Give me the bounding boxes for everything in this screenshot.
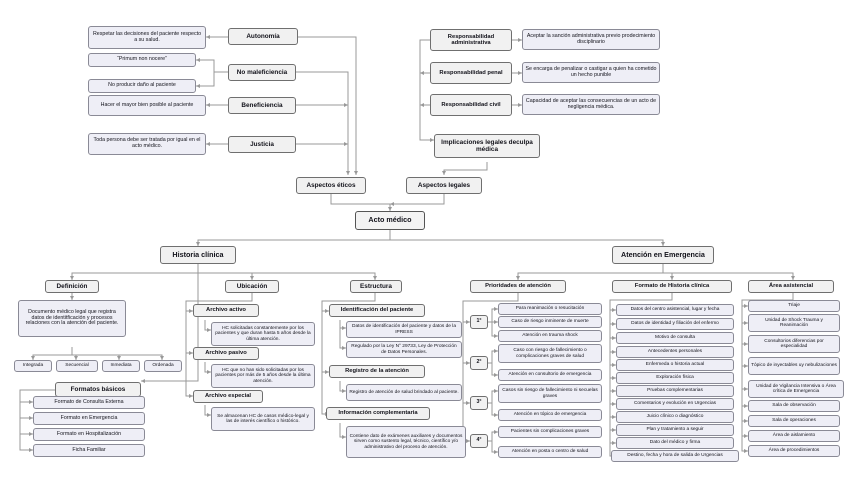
priority-4-item-2: Atención en posta o centro de salud [498,446,602,458]
header-formato-historia[interactable]: Formato de Historia clínica [612,280,732,293]
header-estructura[interactable]: Estructura [350,280,402,293]
area-item-shock-trauma: Unidad de Shock Trauma y Reanimación [748,314,840,332]
priority-badge-2[interactable]: 2° [470,356,488,370]
legal-resp-administrativa[interactable]: Responsabilidad administrativa [430,29,512,51]
formato-hc-item-6: Exploración física [616,372,734,384]
formato-hc-item-1: Datos del centro asistencial, lugar y fe… [616,304,734,316]
priority-1-item-2: Caso de riesgo inminente de muerte [498,316,602,328]
header-area-asistencial[interactable]: Área asistencial [748,280,834,293]
estructura-complementaria-detail: Contiene dato de exámenes auxiliares y d… [346,426,466,458]
legal-detail-administrativa: Aceptar la sanción administrativa previo… [522,29,660,50]
archivo-activo-detail: HC solicitadas constantemente por los pa… [211,322,315,346]
priority-badge-4[interactable]: 4° [470,434,488,448]
branch-atencion-emergencia[interactable]: Atención en Emergencia [612,246,714,264]
definicion-attr-secuencial: Secuencial [56,360,98,372]
priority-3-item-1: Casos sin riesgo de fallecimiento ni sec… [498,384,602,403]
hub-aspectos-legales[interactable]: Aspectos legales [406,177,482,194]
area-item-topico: Tópico de inyectables uy nebulizaciones [748,357,840,375]
ethics-detail-autonomia: Respetar las decisiones del paciente res… [88,26,206,49]
estructura-identificacion-detail-2: Regulado por la Ley N° 29733, Ley de Pro… [346,341,462,358]
formato-item-emergencia: Formato en Emergencia [33,412,145,425]
ethics-principle-justicia[interactable]: Justicia [228,136,296,153]
formato-hc-item-5: Enfermeda o historia actual [616,359,734,371]
ethics-detail-justicia: Toda persona debe ser tratada por igual … [88,133,206,155]
priority-3-item-2: Atención en tópico de emergencia [498,409,602,421]
formato-hc-item-9: Juicio clínico o diagnóstico [616,411,734,423]
ethics-detail-no-dano: No producir daño al paciente [88,79,196,93]
area-item-aislamiento: Área de aislamiento [748,430,840,442]
estructura-identificacion-header[interactable]: Identificación del paciente [329,304,425,317]
priority-badge-3[interactable]: 3° [470,396,488,410]
archivo-pasivo-detail: HC que no han sido solicitadas por los p… [211,364,315,388]
area-item-observacion: Sala de observación [748,400,840,412]
priority-badge-1[interactable]: 1° [470,315,488,329]
legal-detail-penal: Se encarga de penalizar o castigar a qui… [522,62,660,83]
hub-aspectos-eticos[interactable]: Aspectos éticos [296,177,366,194]
root-acto-medico[interactable]: Acto médico [355,211,425,230]
priority-4-item-1: Pacientes sin complicaciones graves [498,426,602,438]
estructura-complementaria-header[interactable]: Información complementaria [326,407,430,420]
ethics-principle-beneficiencia[interactable]: Beneficiencia [228,97,296,114]
estructura-registro-header[interactable]: Registro de la atención [329,365,425,378]
header-prioridades[interactable]: Prioridades de atención [470,280,566,293]
legal-implicaciones[interactable]: Implicaciones legales deculpa médica [434,134,540,158]
formato-hc-item-11: Dato del médico y firma [616,437,734,449]
header-formatos-basicos[interactable]: Formatos básicos [55,382,141,397]
legal-detail-civil: Capacidad de aceptar las consecuencias d… [522,94,660,115]
priority-2-item-1: Caso con riesgo de fallecimiento o compl… [498,344,602,363]
branch-historia-clinica[interactable]: Historia clínica [160,246,236,264]
archivo-especial-header[interactable]: Archivo especial [193,390,263,403]
ethics-detail-beneficiencia: Hacer el mayor bien posible al paciente [88,95,206,116]
formato-item-consulta-externa: Formato de Consulta Externa [33,396,145,409]
header-ubicacion[interactable]: Ubicación [225,280,279,293]
formato-item-ficha-familiar: Ficha Familiar [33,444,145,457]
formato-hc-item-7: Pruebas complementarias [616,385,734,397]
formato-hc-item-12: Destino, fecha y hora de salida de Urgen… [611,450,739,462]
priority-2-item-2: Atención en consultorio de emergencia [498,369,602,381]
area-item-operaciones: Sala de operaciones [748,415,840,427]
archivo-pasivo-header[interactable]: Archivo pasivo [193,347,259,360]
formato-hc-item-10: Plan y tratamiento a seguir [616,424,734,436]
definicion-attr-inmediata: Inmediata [102,360,140,372]
area-item-procedimientos: Área de procedimientos [748,445,840,457]
legal-resp-civil[interactable]: Responsabilidad civil [430,94,512,116]
priority-1-item-3: Atención en trauma shock [498,330,602,342]
formato-hc-item-3: Motivo de consulta [616,332,734,344]
formato-hc-item-8: Comentarios y evolución en Urgencias [616,398,734,410]
legal-resp-penal[interactable]: Responsabilidad penal [430,62,512,84]
area-item-triaje: Triaje [748,300,840,312]
ethics-principle-autonomia[interactable]: Autonomía [228,28,298,45]
definicion-attr-integrada: Integrada [14,360,52,372]
ethics-principle-no-maleficiencia[interactable]: No maleficiencia [228,64,296,81]
area-item-consultorios: Consultorios diferencias por especialida… [748,335,840,353]
area-item-vigilancia-intensiva: Unidad de Vigilancia Intensiva o Área cr… [748,380,844,398]
formato-hc-item-2: Datos de identidad y filiación del enfer… [616,318,734,330]
ethics-detail-primum: “Primum non nocere” [88,53,196,67]
formato-item-hospitalizacion: Formato en Hospitalización [33,428,145,441]
estructura-registro-detail: Registro de atención de salud brindado a… [346,384,462,401]
estructura-identificacion-detail-1: Datos de identificación del paciente y d… [346,321,462,338]
archivo-especial-detail: Se almacenan HC de casos médico-legal y … [211,407,315,431]
header-definicion[interactable]: Definición [45,280,99,293]
definicion-text: Documento médico legal que registra dato… [18,300,126,337]
priority-1-item-1: Para reanimación o resucitación [498,303,602,315]
archivo-activo-header[interactable]: Archivo activo [193,304,259,317]
definicion-attr-ordenada: Ordenada [144,360,182,372]
formato-hc-item-4: Antecedentes personales [616,346,734,358]
